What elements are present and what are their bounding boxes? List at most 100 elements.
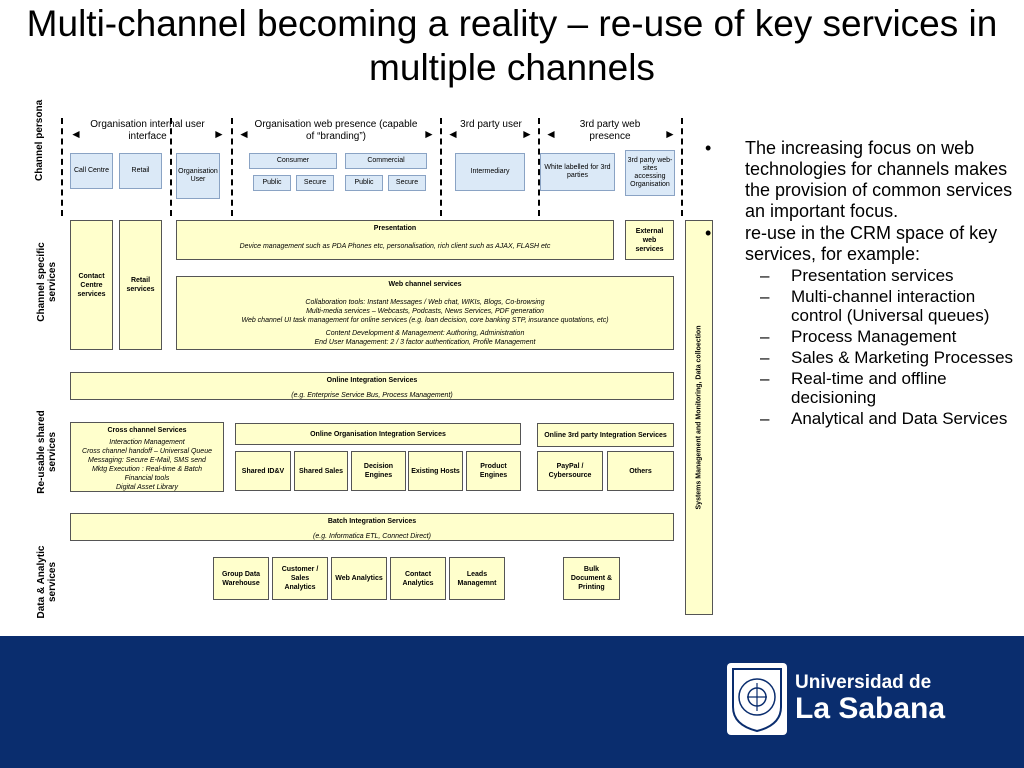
header-third-party-web: 3rd party web presence	[579, 119, 641, 142]
online-org-integration-label: Online Organisation Integration Services	[310, 430, 446, 438]
leads-management-box: Leads Managemnt	[449, 557, 505, 600]
persona-public: Public	[253, 175, 291, 191]
existing-hosts-box: Existing Hosts	[408, 451, 463, 491]
web-analytics-label: Web Analytics	[335, 575, 383, 582]
presentation-title: Presentation	[373, 225, 417, 232]
web-channel-line: Content Development & Management: Author…	[325, 330, 525, 337]
online-third-party-integration-box: Online 3rd party Integration Services	[537, 423, 674, 447]
dash-glyph: –	[760, 327, 770, 346]
logo-text-line1: Universidad de	[795, 672, 932, 693]
web-channel-line: End User Management: 2 / 3 factor authen…	[314, 339, 536, 346]
shared-idv-box: Shared ID&V	[235, 451, 291, 491]
sub-bullet-text: Multi-channel interaction control (Unive…	[791, 287, 990, 325]
arrow-right-icon: ►	[664, 127, 676, 141]
arrow-left-icon: ◄	[545, 127, 557, 141]
persona-organisation-user: Organisation User	[176, 153, 220, 199]
web-analytics-box: Web Analytics	[331, 557, 387, 600]
persona-retail: Retail	[119, 153, 162, 189]
bullet-text: re-use in the CRM space of key services,…	[745, 223, 998, 264]
persona-secure: Secure	[296, 175, 334, 191]
online-org-integration-box: Online Organisation Integration Services	[235, 423, 521, 445]
customer-sales-label: Customer / Sales Analytics	[281, 566, 319, 591]
web-channel-line: Multi-media services – Webcasts, Podcast…	[306, 308, 544, 315]
bullet-list: • The increasing focus on web technologi…	[705, 138, 1015, 430]
others-label: Others	[629, 467, 652, 475]
online-integration-desc: (e.g. Enterprise Service Bus, Process Ma…	[291, 392, 453, 399]
sub-bullet-item: – Analytical and Data Services	[705, 409, 1015, 428]
online-integration-box: Online Integration Services (e.g. Enterp…	[70, 372, 674, 400]
product-engines-label: Product Engines	[479, 463, 508, 479]
shared-sales-box: Shared Sales	[294, 451, 348, 491]
web-channel-line: Web channel UI task management for onlin…	[241, 317, 609, 324]
arrow-right-icon: ►	[213, 127, 225, 141]
external-web-services: External web services	[625, 220, 674, 260]
systems-management-label: Systems Management and Monitoring, Data …	[695, 325, 703, 510]
persona-consumer: Consumer	[249, 153, 337, 169]
sub-bullet-text: Presentation services	[791, 266, 954, 285]
separator-line	[61, 118, 63, 216]
retail-services: Retail services	[119, 220, 162, 350]
dash-glyph: –	[760, 266, 770, 285]
cross-channel-line: Cross channel handoff – Universal Queue	[82, 448, 212, 455]
row-label-reusable-shared: Re-usable shared services	[36, 410, 58, 494]
presentation-box: Presentation Device management such as P…	[176, 220, 614, 260]
row-label-data-analytic: Data & Analytic services	[36, 545, 58, 619]
systems-management-bar: Systems Management and Monitoring, Data …	[685, 220, 713, 615]
separator-line	[231, 118, 233, 216]
footer-bar	[0, 636, 1024, 768]
online-integration-title: Online Integration Services	[326, 377, 418, 384]
contact-centre-label: Contact Centre services	[77, 272, 106, 298]
arrow-left-icon: ◄	[70, 127, 82, 141]
sub-bullet-text: Real-time and offline decisioning	[791, 369, 947, 407]
customer-sales-analytics-box: Customer / Sales Analytics	[272, 557, 328, 600]
sub-bullet-text: Sales & Marketing Processes	[791, 348, 1014, 367]
persona-third-party-sites: 3rd party web-sites accessing Organisati…	[625, 150, 675, 196]
web-channel-title: Web channel services	[388, 281, 462, 288]
bullet-item: • re-use in the CRM space of key service…	[705, 223, 1015, 265]
sub-bullet-text: Process Management	[791, 327, 957, 346]
sub-bullet-item: – Multi-channel interaction control (Uni…	[705, 287, 1015, 325]
batch-integration-desc: (e.g. Informatica ETL, Connect Direct)	[313, 533, 431, 540]
header-org-internal: Organisation internal user interface	[90, 119, 205, 142]
separator-line	[681, 118, 683, 216]
sub-bullet-item: – Sales & Marketing Processes	[705, 348, 1015, 367]
arrow-left-icon: ◄	[447, 127, 459, 141]
online-third-party-label: Online 3rd party Integration Services	[544, 431, 667, 439]
retail-services-label: Retail services	[126, 277, 155, 293]
separator-line	[440, 118, 442, 216]
bullet-item: • The increasing focus on web technologi…	[705, 138, 1015, 222]
paypal-box: PayPal / Cybersource	[537, 451, 603, 491]
arrow-right-icon: ►	[423, 127, 435, 141]
cross-channel-line: Mktg Execution : Real-time & Batch	[91, 466, 203, 473]
cross-channel-title: Cross channel Services	[107, 427, 187, 434]
persona-call-centre: Call Centre	[70, 153, 113, 189]
product-engines-box: Product Engines	[466, 451, 521, 491]
sub-bullet-item: – Presentation services	[705, 266, 1015, 285]
dash-glyph: –	[760, 287, 770, 306]
bullet-glyph: •	[705, 138, 712, 158]
contact-centre-services: Contact Centre services	[70, 220, 113, 350]
persona-secure: Secure	[388, 175, 426, 191]
cross-channel-line: Interaction Management	[109, 439, 185, 446]
row-label-channel-specific: Channel specific services	[36, 242, 58, 322]
sub-bullet-text: Analytical and Data Services	[791, 409, 1008, 428]
paypal-label: PayPal / Cybersource	[548, 463, 592, 479]
university-seal-icon	[727, 663, 787, 735]
existing-hosts-label: Existing Hosts	[411, 467, 460, 475]
bulk-doc-label: Bulk Document & Printing	[570, 566, 613, 591]
separator-line	[538, 118, 540, 216]
cross-channel-services-box: Cross channel Services Interaction Manag…	[70, 422, 224, 492]
batch-integration-title: Batch Integration Services	[327, 518, 417, 525]
bulk-document-box: Bulk Document & Printing	[563, 557, 620, 600]
group-data-label: Group Data Warehouse	[221, 570, 261, 587]
contact-analytics-label: Contact Analytics	[402, 570, 434, 587]
persona-intermediary: Intermediary	[455, 153, 525, 191]
dash-glyph: –	[760, 409, 770, 428]
header-org-web: Organisation web presence (capable of “b…	[254, 119, 418, 142]
contact-analytics-box: Contact Analytics	[390, 557, 446, 600]
dash-glyph: –	[760, 369, 770, 388]
shared-sales-label: Shared Sales	[299, 467, 343, 475]
bullet-text: The increasing focus on web technologies…	[745, 138, 1013, 221]
persona-commercial: Commercial	[345, 153, 427, 169]
header-third-party-user: 3rd party user	[460, 119, 522, 130]
